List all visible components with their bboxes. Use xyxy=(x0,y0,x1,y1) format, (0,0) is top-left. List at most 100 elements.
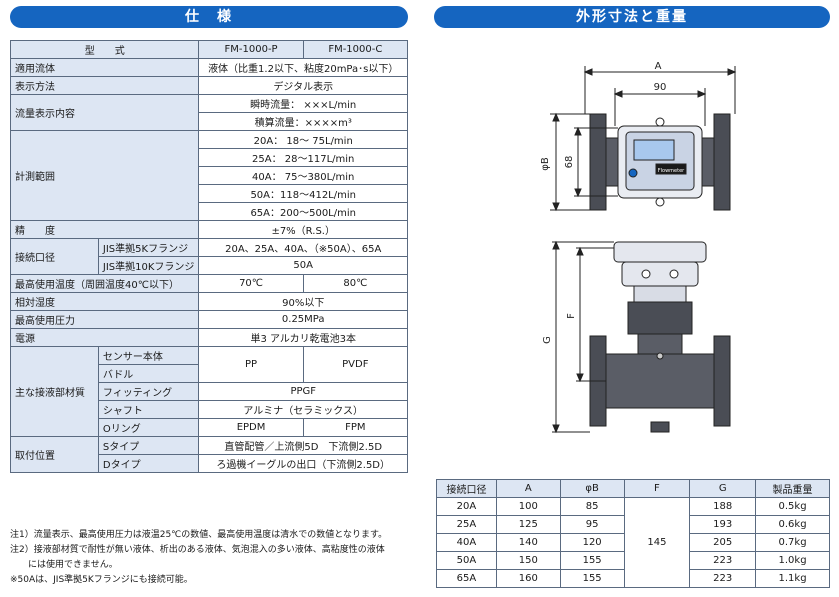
col-header-phib: φB xyxy=(559,479,625,498)
table-row: 取付位置 Sタイプ 直管配管／上流側5D 下流側2.5D xyxy=(10,436,408,473)
table-row: 25A： 28～117L/min xyxy=(11,148,408,167)
sensor-label: センサー本体 xyxy=(97,346,200,365)
spec-table: 型 式 FM-1000-P FM-1000-C 適用流体 液体（比重1.2以下、… xyxy=(9,40,409,473)
table-row: 精 度 ±7%（R.S.） xyxy=(9,220,408,239)
cell-a: 150 xyxy=(495,551,561,570)
fluid-label: 適用流体 xyxy=(9,58,200,77)
notes: 注1）流量表示、最高使用圧力は液温25℃の数値、最高使用温度は清水での数値となり… xyxy=(10,528,387,588)
cell-g: 223 xyxy=(689,569,757,588)
fitting-label: フィッティング xyxy=(97,382,200,401)
cell-phib: 120 xyxy=(559,533,625,552)
s-type-value: 直管配管／上流側5D 下流側2.5D xyxy=(198,436,408,455)
cell-a: 160 xyxy=(495,569,561,588)
table-row: 電源 単3 アルカリ乾電池3本 xyxy=(9,328,408,347)
table-row: バドル xyxy=(11,364,408,383)
table-row: 65A：200～500L/min xyxy=(11,202,408,221)
temperature-c: 80℃ xyxy=(302,274,409,293)
dim-a-label: A xyxy=(655,61,662,72)
conn-10k-label: JIS準拠10Kフランジ xyxy=(97,256,200,275)
fluid-value: 液体（比重1.2以下、粘度20mPa･s以下） xyxy=(198,58,408,77)
cell-g: 193 xyxy=(689,515,757,534)
oring-p: EPDM xyxy=(198,418,304,437)
dimension-drawing: A 90 Flowmeter φB 68 xyxy=(540,61,737,434)
shaft-label: シャフト xyxy=(97,400,200,419)
cell-size: 65A xyxy=(436,569,497,588)
cell-g: 188 xyxy=(689,497,757,516)
humidity-label: 相対湿度 xyxy=(9,292,200,311)
table-row: 計測範囲 20A： 18～ 75L/min xyxy=(9,130,408,221)
accuracy-label: 精 度 xyxy=(9,220,200,239)
s-type-label: Sタイプ xyxy=(97,436,200,455)
material-body-p: PP xyxy=(198,346,304,383)
cell-g: 223 xyxy=(689,551,757,570)
range-25a: 25A： 28～117L/min xyxy=(198,148,408,167)
flow-total: 積算流量：××××m³ xyxy=(198,112,408,131)
display-label: 表示方法 xyxy=(9,76,200,95)
col-header-a: A xyxy=(495,479,561,498)
cell-phib: 85 xyxy=(559,497,625,516)
col-header-size: 接続口径 xyxy=(436,479,497,498)
table-row: フィッティング PPGF xyxy=(11,382,408,401)
dim-68-label: 68 xyxy=(564,156,575,169)
conn-5k-value: 20A、25A、40A、（※50A）、65A xyxy=(198,238,408,257)
d-type-value: ろ過機イーグルの出口（下流側2.5D） xyxy=(198,454,408,473)
spec-banner: 仕 様 xyxy=(10,6,408,28)
table-row: 最高使用温度（周囲温度40℃以下） 70℃ 80℃ xyxy=(9,274,409,293)
col-header-g: G xyxy=(689,479,757,498)
table-row: 主な接液部材質 センサー本体 PP PVDF xyxy=(10,346,409,437)
cell-weight: 0.6kg xyxy=(755,515,830,534)
material-body-c: PVDF xyxy=(302,346,409,383)
table-row: 接続口径 JIS準拠5Kフランジ 20A、25A、40A、（※50A）、65A xyxy=(10,238,408,275)
dimension-banner: 外形寸法と重量 xyxy=(434,6,830,28)
lcd-text: Flowmeter xyxy=(658,168,685,174)
pressure-label: 最高使用圧力 xyxy=(9,310,200,329)
material-label: 主な接液部材質 xyxy=(10,346,99,437)
dimension-table: 接続口径 A φB F G 製品重量 20A 100 85 145 188 0.… xyxy=(436,479,830,588)
table-row: 積算流量：××××m³ xyxy=(11,112,408,131)
flow-instant: 瞬時流量： ×××L/min xyxy=(198,94,408,113)
table-row: JIS準拠10Kフランジ 50A xyxy=(11,256,408,275)
power-label: 電源 xyxy=(9,328,200,347)
conn-5k-label: JIS準拠5Kフランジ xyxy=(97,238,200,257)
display-value: デジタル表示 xyxy=(198,76,408,95)
conn-10k-value: 50A xyxy=(198,256,408,275)
range-label: 計測範囲 xyxy=(9,130,200,221)
lcd-display xyxy=(633,139,675,161)
dim-90-label: 90 xyxy=(654,82,667,93)
range-40a: 40A： 75～380L/min xyxy=(198,166,408,185)
table-row: シャフト アルミナ（セラミックス） xyxy=(11,400,408,419)
side-view: F G xyxy=(542,240,731,434)
table-row: 50A 150 155 223 1.0kg xyxy=(436,551,830,570)
note-2: 注2）接液部材質で耐性が無い液体、析出のある液体、気泡混入の多い液体、高粘度性の… xyxy=(10,545,385,555)
cell-a: 125 xyxy=(495,515,561,534)
table-row: 65A 160 155 223 1.1kg xyxy=(436,569,830,588)
oring-label: Oリング xyxy=(97,418,200,437)
flow-label: 流量表示内容 xyxy=(9,94,200,131)
cell-a: 140 xyxy=(495,533,561,552)
cell-size: 20A xyxy=(436,497,497,516)
cell-f: 145 xyxy=(623,497,691,588)
model-header: 型 式 xyxy=(9,40,200,59)
fitting-value: PPGF xyxy=(198,382,408,401)
table-row: 表示方法 デジタル表示 xyxy=(9,76,408,95)
table-row: 流量表示内容 瞬時流量： ×××L/min xyxy=(9,94,408,131)
humidity-value: 90%以下 xyxy=(198,292,408,311)
dim-g-label: G xyxy=(542,336,553,344)
note-2-cont: には使用できません。 xyxy=(10,560,118,570)
accuracy-value: ±7%（R.S.） xyxy=(198,220,408,239)
cell-size: 25A xyxy=(436,515,497,534)
range-50a: 50A：118～412L/min xyxy=(198,184,408,203)
cell-size: 50A xyxy=(436,551,497,570)
pressure-value: 0.25MPa xyxy=(198,310,408,329)
dim-f-label: F xyxy=(566,313,577,319)
temperature-label: 最高使用温度（周囲温度40℃以下） xyxy=(9,274,200,293)
cell-weight: 0.7kg xyxy=(755,533,830,552)
cell-weight: 1.1kg xyxy=(755,569,830,588)
note-3: ※50Aは、JIS準拠5Kフランジにも接続可能。 xyxy=(10,575,193,585)
table-row: 型 式 FM-1000-P FM-1000-C xyxy=(9,40,409,59)
model-c: FM-1000-C xyxy=(302,40,409,59)
col-header-weight: 製品重量 xyxy=(755,479,830,498)
oring-c: FPM xyxy=(302,418,409,437)
shaft-value: アルミナ（セラミックス） xyxy=(198,400,408,419)
cell-a: 100 xyxy=(495,497,561,516)
